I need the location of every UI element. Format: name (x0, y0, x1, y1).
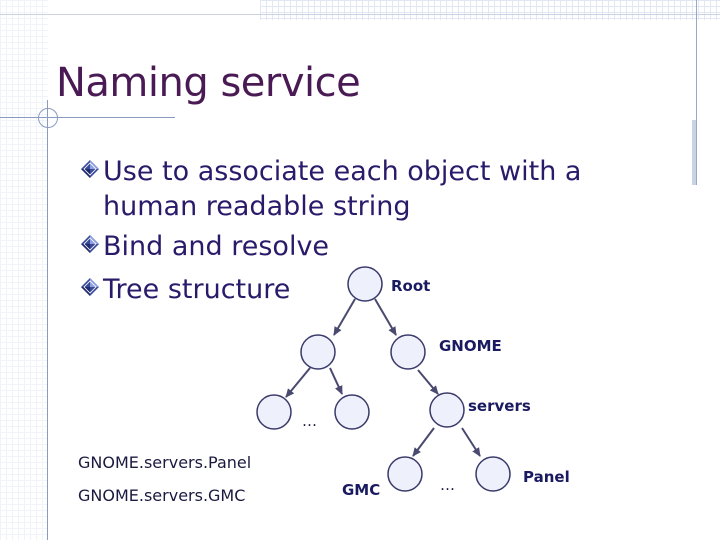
edge-root-gnome (374, 298, 397, 336)
right-rule (696, 0, 697, 185)
node-label-servers: servers (468, 397, 531, 415)
crosshair-icon (38, 108, 58, 128)
node-label-panel: Panel (523, 468, 570, 486)
title-underline (0, 117, 175, 118)
tree-node-root (347, 266, 383, 302)
tree-node-left (300, 334, 336, 370)
top-rule (0, 14, 720, 15)
edge-root-left (333, 298, 356, 336)
diamond-bullet-icon (80, 154, 102, 182)
node-label-root: Root (391, 277, 431, 295)
bullet-item: Use to associate each object with a huma… (80, 154, 640, 224)
edge-servers-panel (461, 427, 481, 457)
bullet-item: Bind and resolve (80, 229, 329, 264)
bullet-text: Bind and resolve (103, 231, 330, 262)
tree-node-servers (429, 392, 465, 428)
edge-gnome-servers (417, 369, 439, 395)
ellipsis-label: … (302, 412, 317, 430)
background-top-grid (260, 0, 720, 20)
background-left-grid (0, 0, 48, 540)
left-guide-line (47, 100, 48, 540)
bullet-text: Tree structure (103, 274, 291, 305)
right-rule-accent (692, 120, 696, 185)
bullet-text: Use to associate each object with a huma… (103, 156, 582, 222)
path-label-panel: GNOME.servers.Panel (78, 453, 252, 472)
tree-node-panel (475, 456, 511, 492)
node-label-gmc: GMC (342, 481, 381, 499)
edge-left-child2 (329, 367, 343, 395)
path-label-gmc: GNOME.servers.GMC (78, 486, 246, 505)
ellipsis-label: … (440, 476, 455, 494)
diamond-bullet-icon (80, 272, 102, 300)
edge-left-child1 (285, 367, 311, 398)
tree-node-left-child2 (334, 394, 370, 430)
edge-servers-gmc (412, 427, 435, 457)
node-label-gnome: GNOME (439, 337, 502, 355)
tree-node-left-child1 (256, 394, 292, 430)
bullet-item: Tree structure (80, 272, 290, 307)
slide-title: Naming service (56, 60, 361, 106)
tree-node-gmc (387, 456, 423, 492)
tree-node-gnome (390, 334, 426, 370)
diamond-bullet-icon (80, 229, 102, 257)
